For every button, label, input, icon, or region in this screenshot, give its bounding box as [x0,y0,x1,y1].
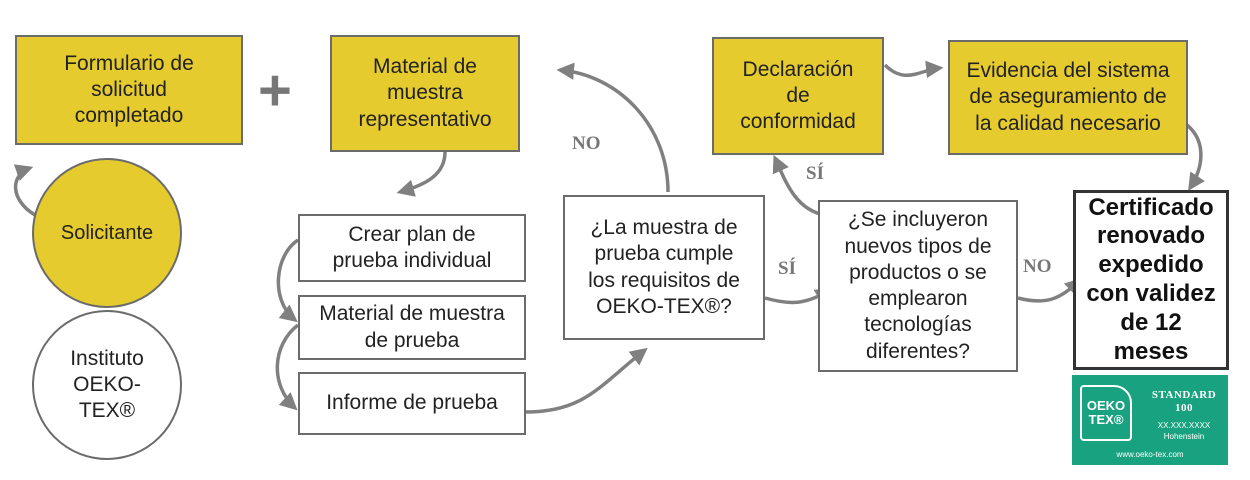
edge-label-si-forward: SÍ [778,258,796,279]
oeko-tex-logo: OEKO TEX® [1080,385,1132,441]
badge-lab: Hohenstein [1163,432,1205,441]
badge-url: www.oeko-tex.com [1116,450,1184,459]
arrow-report-to-question [524,347,648,414]
question-new-node: ¿Se incluyeron nuevos tipos de productos… [818,200,1018,372]
arrow-si-to-declaration [772,154,826,217]
declaration-node: Declaración de conformidad [712,37,884,155]
test-sample-node: Material de muestra de prueba [298,295,526,360]
applicant-node: Solicitante [32,158,182,308]
institute-node: Instituto OEKO- TEX® [32,310,182,460]
arrow-no-to-certificate [1017,277,1083,303]
edge-label-no-back: NO [572,133,601,154]
plus-operator: + [258,58,292,123]
badge-standard-text: STANDARD 100 [1151,389,1217,414]
form-node: Formulario de solicitud completado [15,35,243,145]
certificate-node: Certificado renovado expedido con valide… [1073,190,1229,370]
arrow-evidence-to-certificate [1185,123,1205,191]
arrow-sample-to-plan [396,151,447,197]
arrow-no-back-to-sample [556,62,670,193]
arrow-declaration-to-evidence [883,60,944,79]
edge-label-si-declaration: SÍ [806,163,824,184]
question-requirements-node: ¿La muestra de prueba cumple los requisi… [563,195,765,340]
arrow-plan-to-sample [276,238,300,323]
sample-material-node: Material de muestra representativo [330,35,520,152]
evidence-node: Evidencia del sistema de aseguramiento d… [948,40,1188,155]
arrow-sample-to-report [275,323,300,411]
arrow-applicant-to-form [13,164,36,217]
edge-label-no-certificate: NO [1023,256,1052,277]
test-plan-node: Crear plan de prueba individual [298,214,526,282]
badge-number: XX.XXX.XXXX [1157,421,1211,430]
oeko-tex-standard-badge: OEKO TEX® STANDARD 100 XX.XXX.XXXX Hohen… [1072,375,1228,465]
test-report-node: Informe de prueba [298,372,526,435]
